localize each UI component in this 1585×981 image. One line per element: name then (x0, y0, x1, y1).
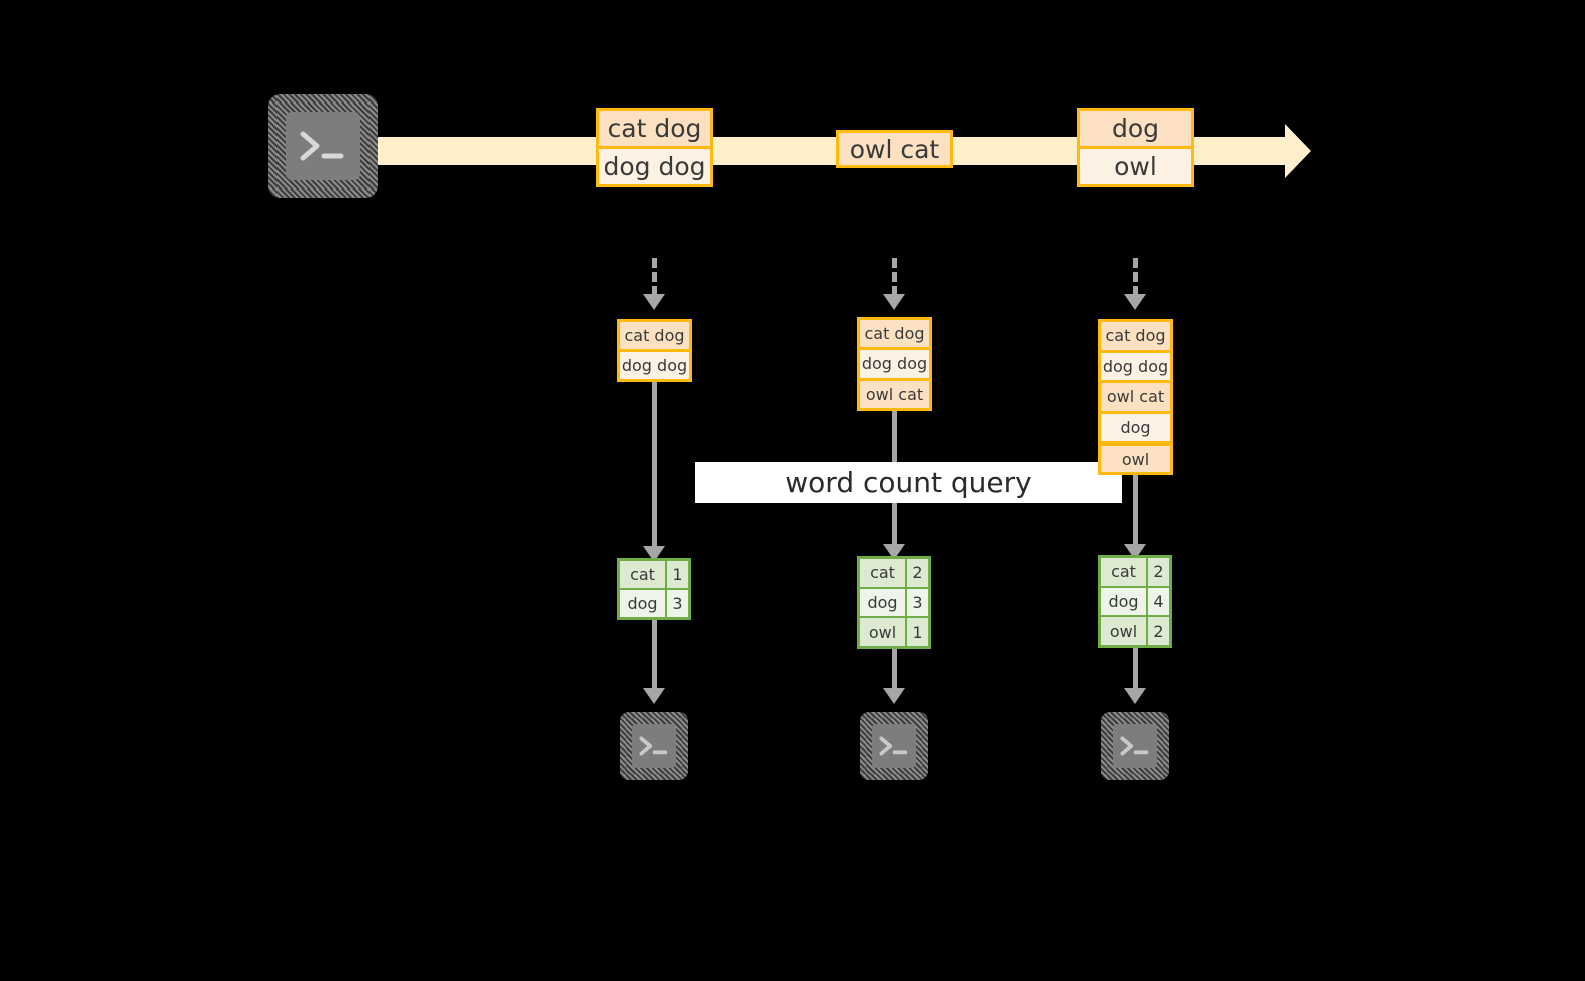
count-cell: 1 (905, 618, 928, 647)
query-label: word count query (695, 462, 1122, 503)
terminal-prompt-icon (639, 736, 668, 756)
stream-record: owl (1080, 146, 1191, 184)
input-row: dog dog (860, 347, 929, 378)
input-row: dog dog (620, 349, 689, 379)
snapshot-trigger-connector (892, 258, 897, 296)
stream-arrowhead (1285, 124, 1311, 178)
count-cell: 3 (905, 588, 928, 617)
snapshot-trigger-connector (652, 258, 657, 296)
word-cell: cat (860, 559, 905, 587)
terminal-prompt-icon (879, 736, 908, 756)
input-row: owl cat (1101, 380, 1170, 411)
word-cell: dog (860, 588, 905, 617)
stream-record: dog dog (599, 146, 710, 184)
table-row: cat 2 (860, 559, 928, 587)
word-cell: dog (1101, 587, 1146, 616)
snapshot-3-input-overlay: owl (1098, 443, 1173, 475)
input-row: owl cat (860, 377, 929, 408)
snapshot-trigger-arrowhead (883, 294, 905, 310)
terminal-screen (1113, 724, 1157, 768)
snapshot-trigger-arrowhead (1124, 294, 1146, 310)
stream-group-3: dog owl (1077, 108, 1194, 187)
count-cell: 2 (1146, 617, 1169, 646)
input-row: dog dog (1101, 349, 1170, 381)
count-cell: 4 (1146, 587, 1169, 616)
word-cell: owl (860, 618, 905, 647)
sink-connector (652, 620, 657, 690)
terminal-screen (872, 724, 916, 768)
count-cell: 1 (665, 561, 688, 588)
table-row: dog 3 (620, 588, 688, 617)
sink-connector (1133, 648, 1138, 690)
word-cell: dog (620, 590, 665, 617)
table-row: owl 2 (1101, 615, 1169, 646)
snapshot-1-result-table: cat 1 dog 3 (617, 558, 691, 620)
snapshot-3-sink-terminal-icon[interactable] (1101, 712, 1169, 780)
input-row: owl (1101, 446, 1170, 472)
table-row: owl 1 (860, 616, 928, 647)
input-row: dog (1101, 410, 1170, 442)
stream-record: dog (1080, 111, 1191, 146)
terminal-prompt-icon (300, 131, 344, 161)
count-cell: 2 (905, 559, 928, 587)
input-row: cat dog (1101, 322, 1170, 350)
input-row: cat dog (620, 322, 689, 349)
table-row: cat 2 (1101, 558, 1169, 586)
snapshot-trigger-arrowhead (643, 294, 665, 310)
terminal-prompt-icon (1120, 736, 1149, 756)
input-row: cat dog (860, 320, 929, 348)
snapshot-1-sink-terminal-icon[interactable] (620, 712, 688, 780)
sink-arrowhead (643, 688, 665, 704)
query-connector (1133, 475, 1138, 548)
snapshot-3-result-table: cat 2 dog 4 owl 2 (1098, 555, 1172, 648)
stream-group-2: owl cat (836, 130, 953, 168)
snapshot-trigger-connector (1133, 258, 1138, 296)
word-cell: cat (620, 561, 665, 588)
stream-group-1: cat dog dog dog (596, 108, 713, 187)
snapshot-2-input: cat dog dog dog owl cat (857, 317, 932, 411)
table-row: cat 1 (620, 561, 688, 588)
snapshot-1-input: cat dog dog dog (617, 319, 692, 382)
snapshot-2-sink-terminal-icon[interactable] (860, 712, 928, 780)
stream-record: cat dog (599, 111, 710, 146)
sink-arrowhead (883, 688, 905, 704)
terminal-screen (286, 112, 360, 180)
stream-record: owl cat (839, 133, 950, 165)
snapshot-2-result-table: cat 2 dog 3 owl 1 (857, 556, 931, 649)
source-terminal-icon[interactable] (268, 94, 378, 198)
sink-connector (892, 649, 897, 690)
count-cell: 3 (665, 590, 688, 617)
word-cell: owl (1101, 617, 1146, 646)
count-cell: 2 (1146, 558, 1169, 586)
table-row: dog 4 (1101, 585, 1169, 616)
query-connector (652, 382, 657, 550)
word-cell: cat (1101, 558, 1146, 586)
table-row: dog 3 (860, 586, 928, 617)
sink-arrowhead (1124, 688, 1146, 704)
terminal-screen (632, 724, 676, 768)
